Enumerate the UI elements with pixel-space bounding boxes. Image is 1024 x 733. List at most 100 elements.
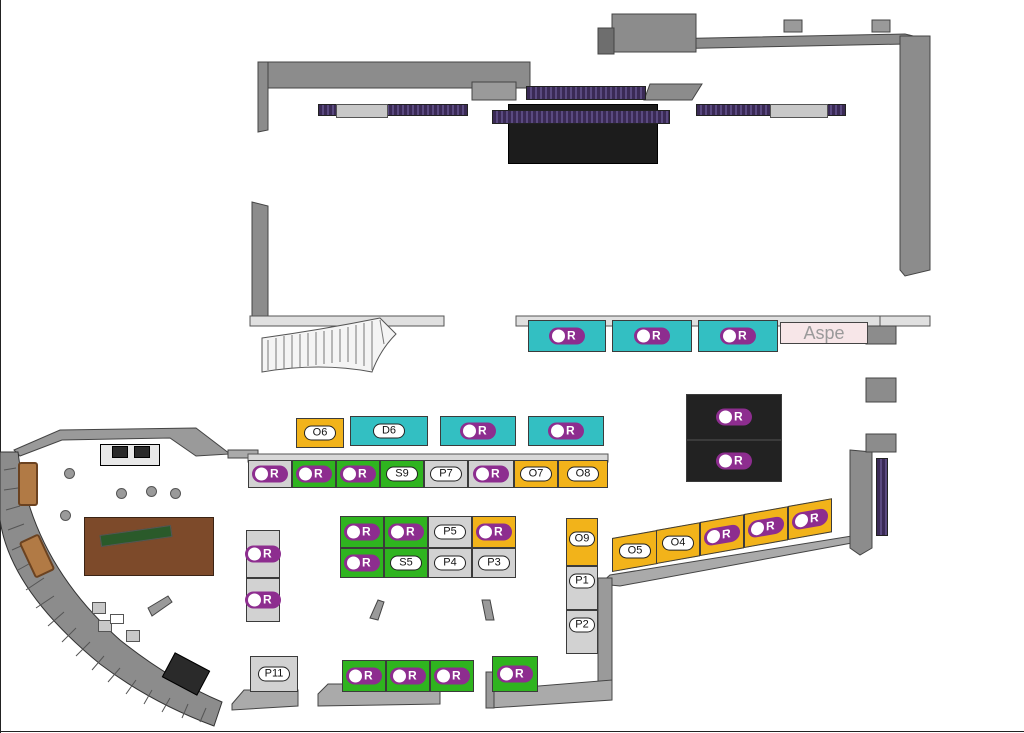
stand-d6[interactable]: D6 (350, 416, 428, 446)
stand-top-teal-3[interactable]: R (698, 320, 778, 352)
badge-dot-icon (551, 424, 564, 438)
reserved-badge: R (476, 523, 512, 541)
stand-island-green-3[interactable]: R (340, 548, 384, 578)
reserved-badge: R (346, 667, 382, 685)
stand-o9[interactable]: O9 (566, 518, 598, 566)
stand-row-green-2[interactable]: R (336, 460, 380, 488)
stand-label: O8 (567, 466, 599, 482)
stand-row-gray-1[interactable]: R (248, 460, 292, 488)
stand-island-green-1[interactable]: R (340, 516, 384, 548)
stand-p7[interactable]: P7 (424, 460, 468, 488)
hall-wall-bottom (879, 315, 931, 327)
badge-dot-icon (637, 329, 650, 343)
lounge-wall (13, 427, 232, 457)
hall-wall-block (871, 19, 891, 33)
stand-top-teal-1[interactable]: R (528, 320, 606, 352)
reserved-badge: R (344, 523, 380, 541)
reserved-badge: R (792, 507, 828, 531)
chair (126, 630, 140, 642)
stand-p11[interactable]: P11 (250, 656, 298, 692)
reserved-badge: R (549, 327, 585, 345)
badge-dot-icon (248, 547, 261, 561)
hall-wall-right (899, 35, 931, 277)
stool (64, 468, 75, 479)
pillar (865, 325, 897, 345)
sofa (18, 462, 38, 506)
stand-label: S5 (390, 555, 422, 571)
badge-dot-icon (719, 454, 732, 468)
side-table (110, 614, 124, 624)
reserved-badge: R (252, 465, 288, 483)
stand-col-gray-2[interactable]: R (245, 578, 281, 622)
badge-dot-icon (707, 528, 720, 545)
badge-dot-icon (391, 525, 404, 539)
stand-label: P4 (434, 555, 466, 571)
reception-desk (100, 444, 160, 466)
reserved-badge: R (460, 422, 496, 440)
stand-top-teal-2[interactable]: R (612, 320, 692, 352)
stand-label: P5 (434, 524, 466, 540)
right-corridor-wall (849, 449, 873, 556)
reserved-badge: R (548, 422, 584, 440)
badge-dot-icon (248, 593, 261, 607)
reserved-badge: R (716, 452, 752, 470)
reserved-badge: R (296, 465, 332, 483)
reserved-badge: R (473, 465, 509, 483)
stool (116, 488, 127, 499)
stand-bottom-green-3[interactable]: R (430, 660, 474, 692)
stand-island-orange-1[interactable]: R (472, 516, 516, 548)
stand-label: P3 (478, 555, 510, 571)
stool (146, 486, 157, 497)
led-panel (876, 458, 888, 536)
stand-row-gray-2[interactable]: R (468, 460, 514, 488)
led-panel (492, 110, 670, 124)
stand-col-gray-1[interactable]: R (245, 530, 281, 578)
reserved-badge: R (390, 667, 426, 685)
badge-dot-icon (463, 424, 476, 438)
stand-row-green-1[interactable]: R (292, 460, 336, 488)
reserved-badge: R (716, 408, 752, 426)
stand-s5[interactable]: S5 (384, 548, 428, 578)
badge-dot-icon (343, 467, 356, 481)
stand-o6[interactable]: O6 (296, 418, 344, 448)
stand-teal-mid-1[interactable]: R (440, 416, 516, 446)
stand-o8[interactable]: O8 (558, 460, 608, 488)
stand-label: P7 (430, 466, 462, 482)
reserved-badge: R (245, 545, 281, 563)
reserved-badge: R (748, 515, 784, 539)
hall-wall-block (783, 19, 803, 33)
stand-p4[interactable]: P4 (428, 548, 472, 578)
stand-black-2[interactable]: R (686, 440, 782, 482)
stand-label: O4 (662, 535, 694, 551)
hall-wall-block (643, 83, 703, 101)
stand-label: O5 (619, 543, 651, 559)
bench (369, 599, 385, 621)
stand-label: P1 (569, 573, 595, 589)
stand-p2[interactable]: P2 (566, 610, 598, 654)
chair (98, 620, 112, 632)
stand-island-green-2[interactable]: R (384, 516, 428, 548)
stand-s9[interactable]: S9 (380, 460, 424, 488)
stand-teal-mid-2[interactable]: R (528, 416, 604, 446)
stool (170, 488, 181, 499)
stand-black-1[interactable]: R (686, 394, 782, 440)
badge-dot-icon (751, 520, 764, 537)
stand-o7[interactable]: O7 (514, 460, 558, 488)
stool (60, 510, 71, 521)
reserved-badge: R (634, 327, 670, 345)
stand-bottom-green-4[interactable]: R (492, 656, 538, 692)
stand-bottom-green-2[interactable]: R (386, 660, 430, 692)
stand-p3[interactable]: P3 (472, 548, 516, 578)
right-corridor-wall (865, 433, 897, 453)
lower-wall (231, 689, 299, 711)
reserved-badge: R (388, 523, 424, 541)
stand-label: O9 (569, 531, 595, 547)
aspe-booth[interactable]: Aspe (780, 322, 868, 344)
stand-label: O6 (304, 425, 336, 441)
stand-p1[interactable]: P1 (566, 566, 598, 610)
led-panel (526, 86, 646, 100)
stand-label: P2 (569, 617, 595, 633)
reserved-badge: R (340, 465, 376, 483)
stand-bottom-green-1[interactable]: R (342, 660, 386, 692)
stand-p5[interactable]: P5 (428, 516, 472, 548)
